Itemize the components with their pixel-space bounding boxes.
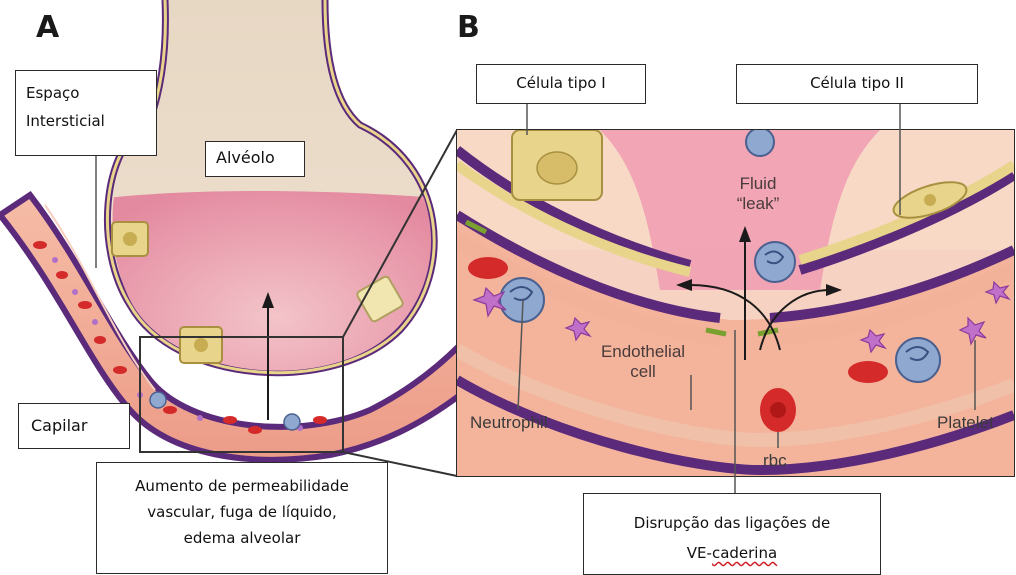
interstitial-space-label: Espaço Intersticial <box>15 70 157 156</box>
rbc-label: rbc <box>763 451 787 471</box>
interstitial-line-2: Intersticial <box>26 107 146 135</box>
fluid-line-1: Fluid <box>718 174 798 194</box>
endothelial-line-2: cell <box>588 362 698 382</box>
permeability-callout: Aumento de permeabilidade vascular, fuga… <box>96 462 388 574</box>
rbc-b1 <box>468 257 508 279</box>
panel-b-letter: B <box>457 10 480 45</box>
disruption-prefix: VE- <box>687 544 712 562</box>
endothelial-line-1: Endothelial <box>588 342 698 362</box>
neutrophil-label: Neutrophil <box>470 413 548 433</box>
type1-cell-label: Célula tipo I <box>476 64 646 104</box>
ve-cadherin-callout: Disrupção das ligações de VE-caderina <box>583 493 881 575</box>
type2-cell-label: Célula tipo II <box>736 64 978 104</box>
capillary-label: Capilar <box>18 403 130 449</box>
alveolus-label: Alvéolo <box>205 141 305 177</box>
fluid-leak-label: Fluid “leak” <box>718 174 798 214</box>
neutrophil-leaking <box>755 242 795 282</box>
endothelial-cell-label: Endothelial cell <box>588 342 698 382</box>
neutrophil-alveolar <box>746 128 774 156</box>
permeability-line-1: Aumento de permeabilidade <box>103 473 381 499</box>
fluid-line-2: “leak” <box>718 194 798 214</box>
panel-a-letter: A <box>36 10 59 45</box>
interstitial-line-1: Espaço <box>26 79 146 107</box>
disruption-line-1: Disrupção das ligações de <box>590 508 874 538</box>
neutrophil-a1 <box>150 392 166 408</box>
platelet-label: Platelet <box>937 413 994 433</box>
disruption-line-2: VE-caderina <box>590 538 874 568</box>
permeability-line-2: vascular, fuga de líquido, <box>103 499 381 525</box>
neutrophil-a2 <box>284 414 300 430</box>
permeability-line-3: edema alveolar <box>103 525 381 551</box>
disruption-word-spellcheck: caderina <box>712 544 777 562</box>
rbc-b2 <box>848 361 888 383</box>
